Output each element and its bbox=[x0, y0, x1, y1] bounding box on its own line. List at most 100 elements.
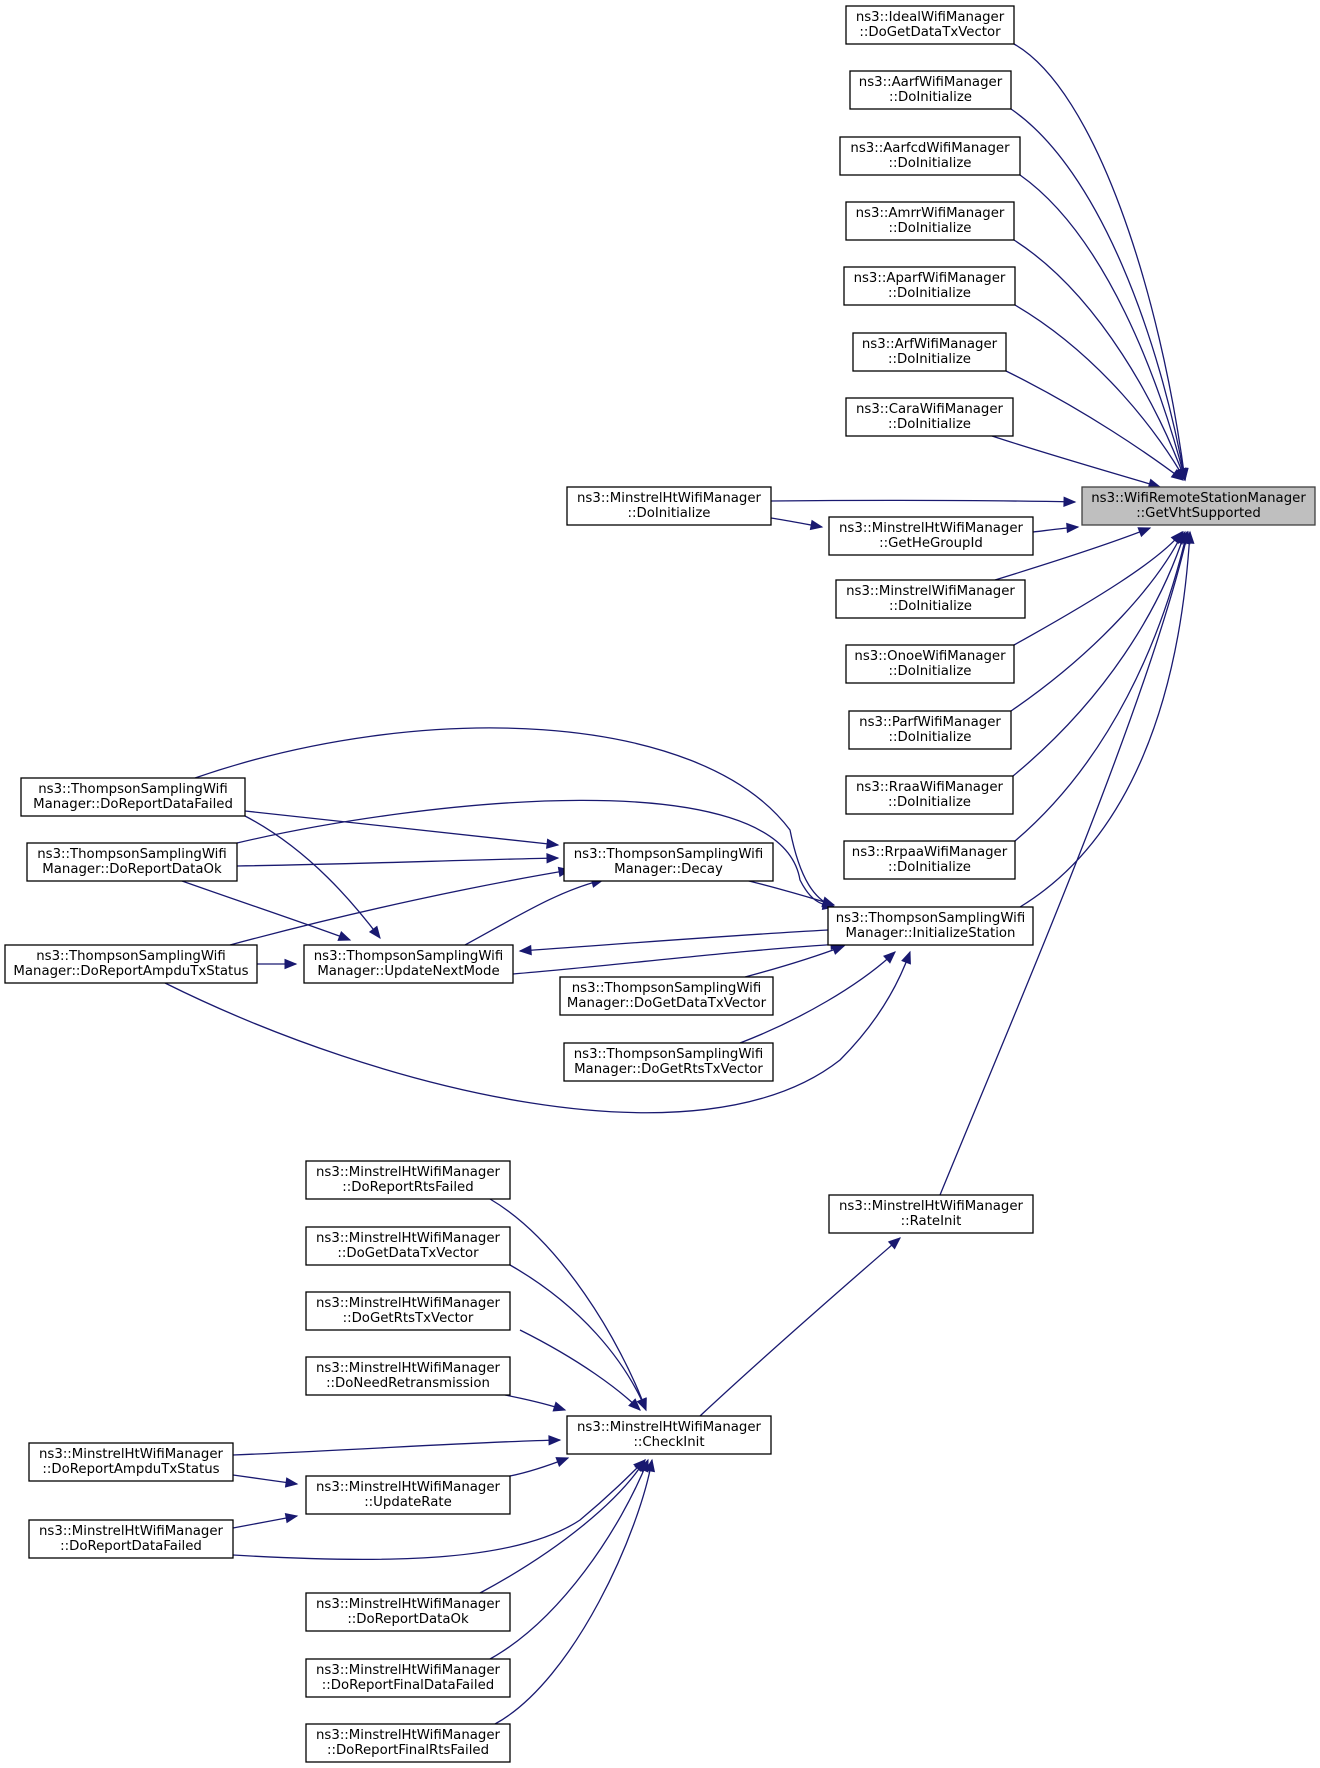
edge-ts_ampdu-to-ts_decay bbox=[229, 866, 572, 946]
node-label-line-1: ns3::MinstrelHtWifiManager bbox=[577, 1420, 762, 1435]
node-arf-init[interactable]: ns3::ArfWifiManager::DoInitialize bbox=[852, 332, 1007, 372]
node-label-line-2: ::CheckInit bbox=[633, 1435, 704, 1450]
node-mht-hegroup[interactable]: ns3::MinstrelHtWifiManager::GetHeGroupId bbox=[828, 516, 1034, 556]
node-mht-dataok[interactable]: ns3::MinstrelHtWifiManager::DoReportData… bbox=[305, 1592, 511, 1632]
node-minstrel-init[interactable]: ns3::MinstrelWifiManager::DoInitialize bbox=[835, 579, 1026, 619]
node-box bbox=[305, 1356, 511, 1396]
node-label-line-2: ::DoReportAmpduTxStatus bbox=[42, 1462, 219, 1477]
node-label-line-1: ns3::WifiRemoteStationManager bbox=[1091, 491, 1306, 506]
node-mht-getdata[interactable]: ns3::MinstrelHtWifiManager::DoGetDataTxV… bbox=[305, 1226, 511, 1266]
node-aarf-init[interactable]: ns3::AarfWifiManager::DoInitialize bbox=[849, 70, 1012, 110]
node-label-line-2: ::DoReportFinalDataFailed bbox=[322, 1678, 494, 1693]
edge-mht_hegroup-to-getvht bbox=[1032, 522, 1080, 534]
nodes-layer: ns3::WifiRemoteStationManager::GetVhtSup… bbox=[4, 5, 1316, 1763]
node-aarfcd-init[interactable]: ns3::AarfcdWifiManager::DoInitialize bbox=[839, 136, 1021, 176]
edge-line bbox=[1013, 531, 1183, 646]
edge-line bbox=[194, 727, 835, 908]
arrow-head-icon bbox=[518, 944, 532, 956]
node-label-line-1: ns3::ThompsonSamplingWifi bbox=[38, 782, 228, 797]
node-box bbox=[305, 1658, 511, 1698]
node-box bbox=[305, 1723, 511, 1763]
node-ts-initsta[interactable]: ns3::ThompsonSamplingWifiManager::Initia… bbox=[827, 906, 1034, 946]
node-box bbox=[843, 266, 1016, 306]
edge-line bbox=[991, 435, 1161, 488]
edge-mht_updaterate-to-mht_checkinit bbox=[509, 1457, 570, 1477]
node-rraa-init[interactable]: ns3::RraaWifiManager::DoInitialize bbox=[845, 775, 1014, 815]
node-ts-update[interactable]: ns3::ThompsonSamplingWifiManager::Update… bbox=[303, 944, 514, 984]
node-label-line-1: ns3::MinstrelHtWifiManager bbox=[316, 1296, 501, 1311]
node-label-line-2: ::GetVhtSupported bbox=[1136, 506, 1261, 521]
node-box bbox=[848, 710, 1012, 750]
edge-rraa_init-to-getvht bbox=[1012, 530, 1187, 777]
node-label-line-1: ns3::ThompsonSamplingWifi bbox=[37, 847, 227, 862]
node-onoe-init[interactable]: ns3::OnoeWifiManager::DoInitialize bbox=[845, 644, 1015, 684]
edge-parf_init-to-getvht bbox=[1010, 530, 1184, 712]
node-box bbox=[20, 777, 246, 817]
node-mht-finalrts[interactable]: ns3::MinstrelHtWifiManager::DoReportFina… bbox=[305, 1723, 511, 1763]
node-rrpaa-init[interactable]: ns3::RrpaaWifiManager::DoInitialize bbox=[843, 840, 1016, 880]
node-mht-checkinit[interactable]: ns3::MinstrelHtWifiManager::CheckInit bbox=[566, 1415, 772, 1455]
node-box bbox=[843, 840, 1016, 880]
edge-line bbox=[699, 1237, 901, 1417]
arrow-head-icon bbox=[1180, 530, 1191, 545]
edge-minstrel_init-to-getvht bbox=[994, 527, 1152, 581]
node-cara-init[interactable]: ns3::CaraWifiManager::DoInitialize bbox=[845, 397, 1014, 437]
node-mht-needretx[interactable]: ns3::MinstrelHtWifiManager::DoNeedRetran… bbox=[305, 1356, 511, 1396]
arrow-head-icon bbox=[1063, 496, 1077, 508]
node-label-line-2: ::DoReportDataOk bbox=[347, 1612, 469, 1627]
edge-line bbox=[519, 1329, 641, 1411]
node-ts-ampdu[interactable]: ns3::ThompsonSamplingWifiManager::DoRepo… bbox=[4, 944, 258, 984]
node-aparf-init[interactable]: ns3::AparfWifiManager::DoInitialize bbox=[843, 266, 1016, 306]
node-label-line-1: ns3::ThompsonSamplingWifi bbox=[574, 1047, 764, 1062]
node-label-line-2: Manager::DoReportDataOk bbox=[42, 862, 222, 877]
edge-mht_getrts-to-mht_checkinit bbox=[519, 1329, 641, 1411]
edge-ts_ampdu-to-ts_initsta bbox=[164, 950, 911, 1114]
node-mht-rateinit[interactable]: ns3::MinstrelHtWifiManager::RateInit bbox=[828, 1194, 1034, 1234]
arrow-head-icon bbox=[284, 1477, 299, 1488]
node-parf-init[interactable]: ns3::ParfWifiManager::DoInitialize bbox=[848, 710, 1012, 750]
node-getvht[interactable]: ns3::WifiRemoteStationManager::GetVhtSup… bbox=[1081, 486, 1316, 526]
edge-line bbox=[236, 857, 559, 867]
edge-mht_rtsfailed-to-mht_checkinit bbox=[489, 1198, 647, 1412]
edge-line bbox=[744, 879, 835, 906]
edge-ts_getrts-to-ts_initsta bbox=[739, 951, 896, 1044]
node-mht-updaterate[interactable]: ns3::MinstrelHtWifiManager::UpdateRate bbox=[305, 1475, 511, 1515]
arrow-head-icon bbox=[628, 1398, 641, 1411]
node-ideal-getdata[interactable]: ns3::IdealWifiManager::DoGetDataTxVector bbox=[845, 5, 1015, 45]
arrow-head-icon bbox=[636, 1397, 647, 1412]
edge-aparf_init-to-getvht bbox=[1014, 304, 1186, 482]
node-label-line-2: ::DoInitialize bbox=[889, 599, 972, 614]
node-box bbox=[305, 1226, 511, 1266]
node-label-line-1: ns3::AarfcdWifiManager bbox=[850, 141, 1010, 156]
node-ts-ok[interactable]: ns3::ThompsonSamplingWifiManager::DoRepo… bbox=[26, 842, 238, 882]
node-mht-rtsfailed[interactable]: ns3::MinstrelHtWifiManager::DoReportRtsF… bbox=[305, 1160, 511, 1200]
arrow-head-icon bbox=[1066, 522, 1080, 534]
node-mht-finaldata[interactable]: ns3::MinstrelHtWifiManager::DoReportFina… bbox=[305, 1658, 511, 1698]
node-mht-init[interactable]: ns3::MinstrelHtWifiManager::DoInitialize bbox=[566, 486, 772, 526]
node-label-line-2: ::RateInit bbox=[901, 1214, 962, 1229]
edge-line bbox=[739, 951, 896, 1044]
node-label-line-1: ns3::AparfWifiManager bbox=[854, 271, 1006, 286]
node-mht-datafailed[interactable]: ns3::MinstrelHtWifiManager::DoReportData… bbox=[28, 1519, 234, 1559]
node-label-line-2: Manager::Decay bbox=[614, 862, 723, 877]
node-ts-getdata[interactable]: ns3::ThompsonSamplingWifiManager::DoGetD… bbox=[559, 976, 774, 1016]
edge-mht_init-to-getvht bbox=[770, 496, 1077, 508]
edge-mht_getdata-to-mht_checkinit bbox=[509, 1264, 647, 1412]
node-label-line-1: ns3::AarfWifiManager bbox=[859, 75, 1003, 90]
node-label-line-1: ns3::ThompsonSamplingWifi bbox=[574, 847, 764, 862]
node-box bbox=[566, 1415, 772, 1455]
node-ts-failed[interactable]: ns3::ThompsonSamplingWifiManager::DoRepo… bbox=[20, 777, 246, 817]
node-box bbox=[827, 906, 1034, 946]
arrow-head-icon bbox=[284, 1512, 299, 1524]
edge-ts_initsta-to-ts_update bbox=[518, 929, 829, 956]
node-mht-getrts[interactable]: ns3::MinstrelHtWifiManager::DoGetRtsTxVe… bbox=[305, 1291, 511, 1331]
node-amrr-init[interactable]: ns3::AmrrWifiManager::DoInitialize bbox=[845, 201, 1015, 241]
arrow-head-icon bbox=[555, 1457, 570, 1467]
node-label-line-2: Manager::DoGetDataTxVector bbox=[567, 996, 767, 1011]
node-ts-getrts[interactable]: ns3::ThompsonSamplingWifiManager::DoGetR… bbox=[563, 1042, 774, 1082]
edge-line bbox=[489, 1198, 647, 1411]
arrow-head-icon bbox=[644, 1458, 656, 1473]
node-mht-ampdu[interactable]: ns3::MinstrelHtWifiManager::DoReportAmpd… bbox=[28, 1442, 234, 1482]
